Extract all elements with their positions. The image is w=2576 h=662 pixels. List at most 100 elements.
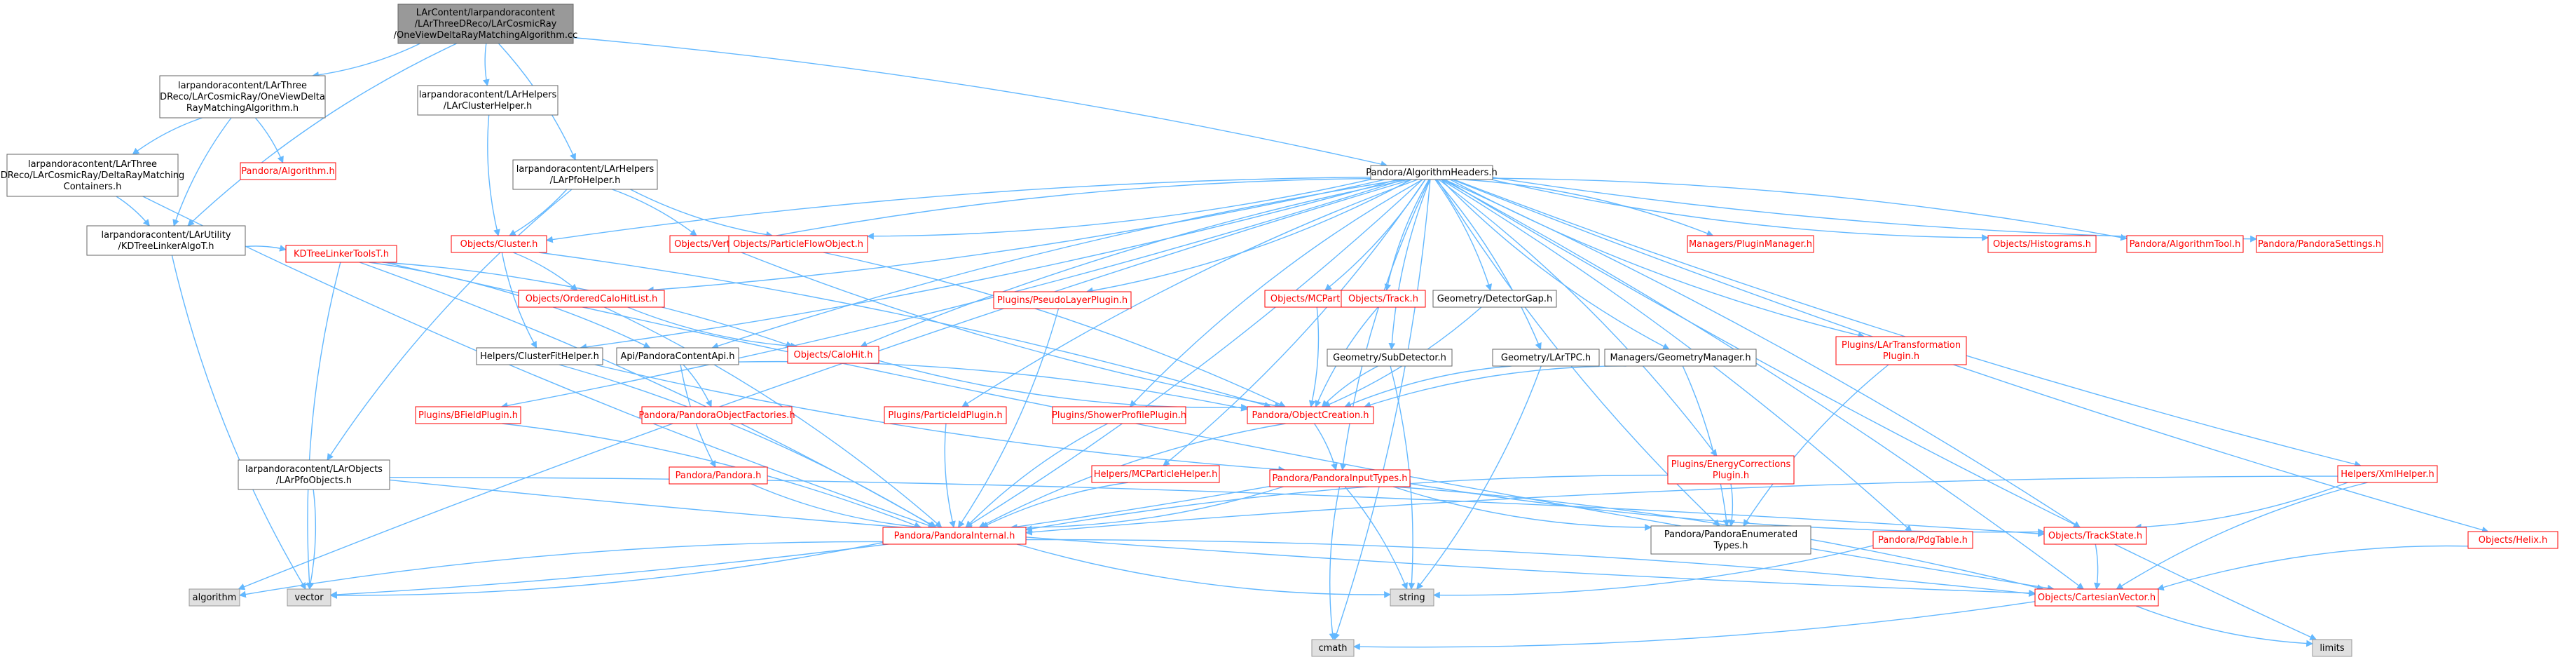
graph-node-drmc[interactable]: larpandoracontent/LArThreeDReco/LArCosmi… [1,154,185,197]
graph-node-objcreate[interactable]: Pandora/ObjectCreation.h [1247,406,1374,424]
include-edge [2134,482,2348,531]
graph-node-helix[interactable]: Objects/Helix.h [2467,531,2558,549]
include-edge [944,423,956,528]
graph-node-showerprof[interactable]: Plugins/ShowerProfilePlugin.h [1052,406,1186,424]
node-box [1247,406,1374,424]
graph-node-pluginmgr[interactable]: Managers/PluginManager.h [1687,235,1814,253]
include-edge [559,364,936,528]
graph-node-cartvec[interactable]: Objects/CartesianVector.h [2034,588,2159,607]
node-box [884,406,1007,424]
graph-node-pfoobj[interactable]: larpandoracontent/LArObjects/LArPfoObjec… [238,459,390,490]
include-edge [187,43,457,227]
include-edge [1441,179,1912,532]
graph-node-internal[interactable]: Pandora/PandoraInternal.h [882,527,1027,545]
graph-node-mchelp[interactable]: Helpers/MCParticleHelper.h [1091,465,1220,483]
node-box [1091,465,1220,483]
graph-node-pidplug[interactable]: Plugins/ParticleIdPlugin.h [884,406,1007,424]
graph-node-calohit[interactable]: Objects/CaloHit.h [787,346,879,364]
include-edge [487,114,500,236]
include-edge [627,306,798,350]
graph-node-clhelp[interactable]: larpandoracontent/LArHelpers/LArClusterH… [417,85,559,116]
graph-node-limits: limits [2312,639,2352,657]
include-edge [513,252,578,291]
graph-node-bfield[interactable]: Plugins/BFieldPlugin.h [415,406,521,424]
include-edge [1308,306,1320,407]
node-label: Pandora/AlgorithmHeaders.h [1366,168,1498,178]
graph-node-xmlhelp[interactable]: Helpers/XmlHelper.h [2337,465,2438,483]
include-edge [1025,539,2036,597]
node-label: /LArPfoObjects.h [276,475,352,486]
graph-node-pseudolayer[interactable]: Plugins/PseudoLayerPlugin.h [993,291,1132,309]
node-label: Objects/Cluster.h [460,239,538,250]
include-edge [509,189,568,236]
node-label: Helpers/ClusterFitHelper.h [480,351,599,362]
graph-node-pfo[interactable]: Objects/ParticleFlowObject.h [728,235,868,253]
node-label: larpandoracontent/LArThree [28,159,157,170]
include-edge [2116,482,2368,590]
graph-node-clfit[interactable]: Helpers/ClusterFitHelper.h [476,347,603,365]
graph-node-track[interactable]: Objects/Track.h [1341,290,1426,308]
graph-node-algtool[interactable]: Pandora/AlgorithmTool.h [2126,235,2244,253]
include-edge [867,179,1371,240]
node-label: Pandora/Pandora.h [676,471,762,481]
graph-node-root[interactable]: LArContent/larpandoracontent/LArThreeDRe… [394,4,578,44]
graph-node-objfact[interactable]: Pandora/PandoraObjectFactories.h [638,406,795,424]
include-edge [501,252,537,349]
graph-node-kdtree[interactable]: larpandoracontent/LArUtility/KDTreeLinke… [86,225,246,256]
graph-node-subdet[interactable]: Geometry/SubDetector.h [1327,349,1453,367]
node-box [451,235,547,253]
node-label: /LArPfoHelper.h [550,175,621,186]
include-edge [1344,365,1512,408]
node-box [2126,235,2244,253]
graph-node-geomgr[interactable]: Managers/GeometryManager.h [1604,349,1757,367]
graph-node-trackstate[interactable]: Objects/TrackState.h [2043,527,2147,545]
include-edge [860,179,1409,348]
node-label: larpandoracontent/LArThree [178,81,307,91]
node-box [2043,527,2147,545]
graph-node-lartpc[interactable]: Geometry/LArTPC.h [1492,349,1600,367]
include-edge [630,189,774,238]
include-edge [307,489,317,590]
include-edge [1163,179,1426,466]
include-edge [711,179,1404,349]
include-edge [1025,474,1669,532]
include-edge [538,252,1271,409]
include-edge [1743,364,1889,527]
graph-node-ordcalo[interactable]: Objects/OrderedCaloHitList.h [518,290,665,308]
graph-node-api[interactable]: Api/PandoraContentApi.h [616,347,739,365]
include-edge [245,245,287,252]
node-box [669,466,768,485]
include-edge [1444,179,2081,528]
include-edge [171,255,306,590]
node-label: string [1399,593,1425,603]
graph-node-algoh[interactable]: Pandora/Algorithm.h [240,162,336,180]
graph-node-inputtypes[interactable]: Pandora/PandoraInputTypes.h [1269,469,1411,487]
graph-node-algheaders[interactable]: Pandora/AlgorithmHeaders.h [1366,165,1498,180]
graph-node-kdtools[interactable]: KDTreeLinkerToolsT.h [285,245,397,263]
graph-node-cluster[interactable]: Objects/Cluster.h [451,235,547,253]
graph-node-pdgtable[interactable]: Pandora/PdgTable.h [1872,531,1973,549]
graph-node-histograms[interactable]: Objects/Histograms.h [1987,235,2097,253]
include-edge [1453,179,2362,468]
include-edge [1682,365,1730,527]
graph-node-pfohelp[interactable]: larpandoracontent/LArHelpers/LArPfoHelpe… [512,159,658,190]
graph-node-ovdrma[interactable]: larpandoracontent/LArThreeDReco/LArCosmi… [159,75,326,119]
graph-node-detgap[interactable]: Geometry/DetectorGap.h [1432,290,1557,308]
graph-node-vector: vector [287,588,331,607]
include-edge [957,308,1060,528]
node-box [1269,469,1411,487]
node-label: Objects/TrackState.h [2048,531,2142,541]
include-edge [1314,423,1338,471]
node-box [993,291,1132,309]
graph-node-settings[interactable]: Pandora/PandoraSettings.h [2256,235,2383,253]
node-label: Geometry/DetectorGap.h [1437,294,1553,304]
node-label: Objects/Histograms.h [1993,239,2091,250]
graph-node-pandorah[interactable]: Pandora/Pandora.h [669,466,768,485]
node-box [240,162,336,180]
node-label: Plugin.h [1713,471,1749,481]
node-label: Plugins/ShowerProfilePlugin.h [1052,410,1186,421]
node-box [285,245,397,263]
